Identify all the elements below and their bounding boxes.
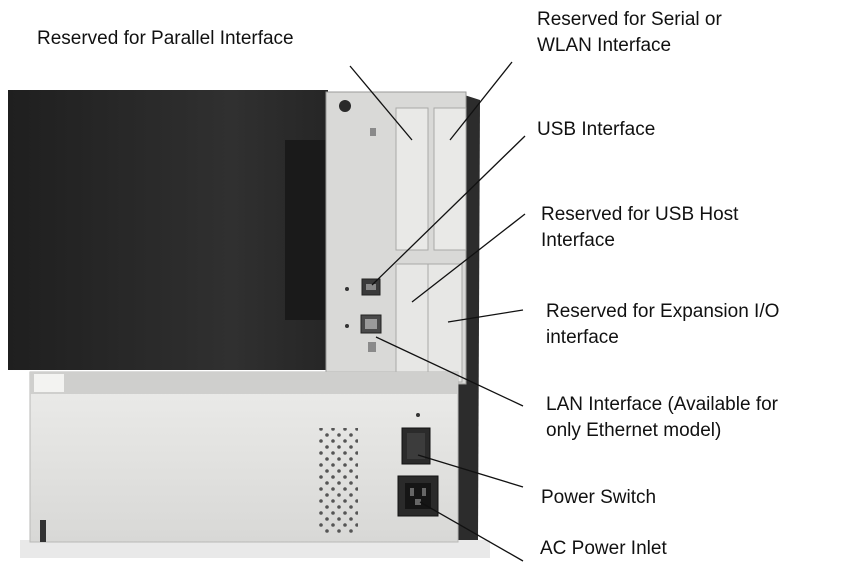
power-switch-rocker	[407, 433, 425, 459]
serial-wlan-slot-cover	[433, 107, 467, 251]
callout-ac-inlet-line-1: AC Power Inlet	[540, 538, 667, 559]
callout-parallel: Reserved for Parallel Interface	[37, 26, 294, 52]
usb-port-inner	[366, 284, 376, 290]
callout-serial-wlan-line-1: Reserved for Serial or	[537, 9, 722, 30]
callout-usb: USB Interface	[537, 117, 655, 143]
callout-expansion-io-line-2: interface	[546, 327, 619, 348]
printer-base-shadow	[20, 540, 490, 558]
callout-usb-line-1: USB Interface	[537, 119, 656, 140]
callout-lan: LAN Interface (Available for only Ethern…	[546, 392, 778, 444]
lower-chassis	[29, 371, 459, 543]
printer-foot	[40, 520, 46, 542]
ac-inlet-body	[397, 475, 439, 517]
callout-power-switch-line-1: Power Switch	[541, 487, 657, 508]
parallel-slot-cover	[395, 107, 429, 251]
ac-pin-left	[410, 488, 414, 496]
callout-usb-host-line-2: Interface	[541, 230, 615, 251]
callout-lan-line-2: only Ethernet model)	[546, 420, 722, 441]
callout-parallel-line-1: Reserved for Parallel Interface	[37, 28, 294, 49]
chassis-tab	[34, 374, 64, 392]
usb-indicator	[345, 287, 349, 291]
callout-usb-host-line-1: Reserved for USB Host	[541, 204, 739, 225]
ac-inlet-socket	[405, 483, 431, 509]
lan-indicator	[345, 324, 349, 328]
callout-power-switch: Power Switch	[541, 485, 656, 511]
panel-mark	[370, 128, 376, 136]
panel-screw	[339, 100, 351, 112]
callout-lan-line-1: LAN Interface (Available for	[546, 394, 778, 415]
switch-marker	[416, 413, 420, 417]
cover-recess	[285, 140, 328, 320]
usb-host-slot-cover	[395, 263, 429, 383]
chassis-lip	[30, 372, 458, 394]
callout-expansion-io-line-1: Reserved for Expansion I/O	[546, 301, 780, 322]
callout-expansion-io: Reserved for Expansion I/O interface	[546, 299, 779, 351]
vent-holes	[318, 428, 358, 534]
black-cover	[8, 90, 328, 370]
callout-serial-wlan: Reserved for Serial or WLAN Interface	[537, 7, 722, 59]
lan-port-inner	[365, 319, 377, 329]
ac-pin-right	[422, 488, 426, 496]
lan-mark	[368, 342, 376, 352]
callout-usb-host: Reserved for USB Host Interface	[541, 202, 738, 254]
callout-ac-inlet: AC Power Inlet	[540, 536, 667, 562]
ac-pin-ground	[415, 499, 421, 505]
leader-lines	[349, 61, 526, 562]
callout-serial-wlan-line-2: WLAN Interface	[537, 35, 672, 56]
